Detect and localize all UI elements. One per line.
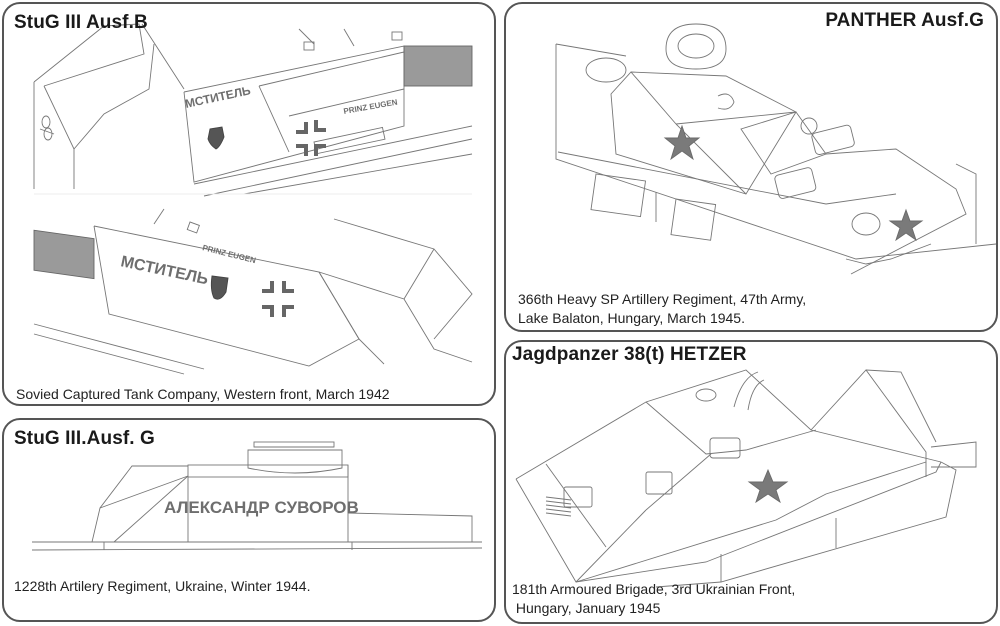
panel-title: Jagdpanzer 38(t) HETZER [512, 344, 747, 365]
aleksandr-suvorov-marking: АЛЕКСАНДР СУВОРОВ [164, 498, 359, 517]
caption-line: Lake Balaton, Hungary, March 1945. [518, 310, 745, 326]
panel-title: StuG III.Ausf. G [14, 428, 155, 449]
panel-stug-iii-ausf-b: МСТИТЕЛЬ PRINZ EUGEN МСТИТЕЛЬ PRINZ EUGE… [2, 2, 496, 406]
caption-line: Hungary, January 1945 [512, 600, 661, 616]
caption-line: 366th Heavy SP Artillery Regiment, 47th … [518, 291, 807, 307]
panel-title: StuG III Ausf.B [14, 12, 148, 33]
hetzer-line-drawing [515, 369, 977, 588]
panel-caption: 181th Armoured Brigade, 3rd Ukrainian Fr… [512, 580, 795, 618]
panel-caption: Sovied Captured Tank Company, Western fr… [16, 385, 390, 404]
caption-line: 1228th Artilery Regiment, Ukraine, Winte… [14, 578, 311, 594]
mstitel-marking-lower: МСТИТЕЛЬ [119, 253, 210, 288]
prinz-eugen-marking-lower: PRINZ EUGEN [202, 243, 257, 265]
red-star-turret-icon [663, 124, 701, 161]
panel-panther-ausf-g: PANTHER Ausf.G 366th Heavy SP Artillery … [504, 2, 998, 332]
red-star-hull-icon [747, 468, 789, 504]
panther-line-drawing [555, 23, 996, 275]
caption-line: Sovied Captured Tank Company, Western fr… [16, 386, 390, 402]
panel-caption: 1228th Artilery Regiment, Ukraine, Winte… [14, 577, 310, 596]
caption-line: 181th Armoured Brigade, 3rd Ukrainian Fr… [512, 581, 796, 597]
panel-jagdpanzer-hetzer: Jagdpanzer 38(t) HETZER 181th Armoured B… [504, 340, 998, 624]
stug-g-line-drawing: АЛЕКСАНДР СУВОРОВ [31, 441, 483, 551]
balkenkreuz-lower-icon [262, 281, 294, 317]
shield-emblem-upper-icon [207, 126, 225, 150]
panel-stug-iii-ausf-g: АЛЕКСАНДР СУВОРОВ StuG III.Ausf. G 1228t… [2, 418, 496, 622]
panel-caption: 366th Heavy SP Artillery Regiment, 47th … [518, 290, 806, 328]
shield-emblem-lower-icon [210, 275, 229, 300]
mstitel-marking-upper: МСТИТЕЛЬ [184, 83, 253, 111]
prinz-eugen-marking-upper: PRINZ EUGEN [343, 98, 399, 116]
balkenkreuz-upper-icon [296, 120, 326, 156]
red-star-hull-icon [888, 208, 924, 242]
stug-b-line-drawing: МСТИТЕЛЬ PRINZ EUGEN МСТИТЕЛЬ PRINZ EUGE… [33, 23, 473, 375]
panel-title: PANTHER Ausf.G [825, 10, 984, 31]
